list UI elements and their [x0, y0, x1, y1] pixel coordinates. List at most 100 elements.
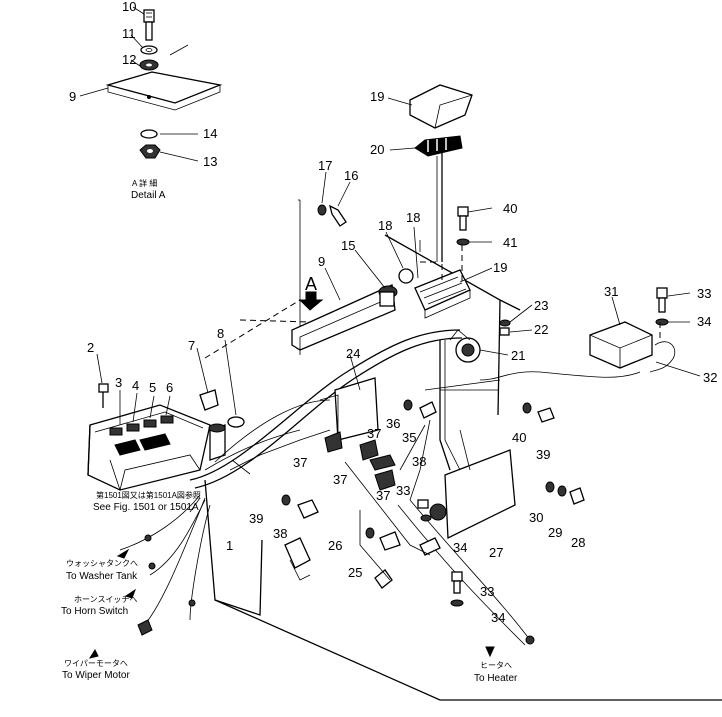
label-39-left: 39: [249, 511, 263, 526]
fasteners: [281, 204, 585, 607]
label-37-d: 37: [376, 488, 390, 503]
washer: [140, 45, 158, 55]
controller-31: [589, 287, 669, 369]
label-26: 26: [328, 538, 342, 553]
label-1: 1: [226, 538, 233, 553]
panel: [444, 449, 516, 540]
label-38-left: 38: [273, 526, 287, 541]
label-12: 12: [122, 52, 136, 67]
label-14: 14: [203, 126, 217, 141]
label-28: 28: [571, 535, 585, 550]
label-34-right: 34: [697, 314, 711, 329]
label-29: 29: [548, 525, 562, 540]
label-8: 8: [217, 326, 224, 341]
arrow-a-icon: [298, 291, 324, 311]
controller: [589, 321, 653, 369]
bolt-head: [143, 9, 155, 23]
detail-a-group: A 詳 細 Detail A: [79, 6, 223, 201]
cab-body: [204, 199, 722, 701]
label-32: 32: [703, 370, 717, 385]
label-39-right: 39: [536, 447, 550, 462]
knob: [227, 416, 245, 428]
label-2: 2: [87, 340, 94, 355]
switch: [109, 427, 123, 436]
arrow-icon: [88, 648, 99, 659]
label-20: 20: [370, 142, 384, 157]
dest-wiper-jp: ワイパーモータへ: [64, 659, 128, 668]
screw: [98, 383, 109, 393]
label-38-center: 38: [412, 454, 426, 469]
label-27: 27: [489, 545, 503, 560]
label-22: 22: [534, 322, 548, 337]
label-34-center: 34: [453, 540, 467, 555]
label-9-detail: 9: [69, 89, 76, 104]
dest-heater-en: To Heater: [474, 673, 518, 684]
label-7: 7: [188, 338, 195, 353]
label-24: 24: [346, 346, 360, 361]
label-10: 10: [122, 0, 136, 14]
label-13: 13: [203, 154, 217, 169]
fuse-cover-group: [409, 84, 473, 262]
label-34-bottom: 34: [491, 610, 505, 625]
label-40-right: 40: [512, 430, 526, 445]
switch: [160, 415, 174, 424]
label-37-c: 37: [333, 472, 347, 487]
dest-horn-jp: ホーンスイッチへ: [74, 595, 137, 604]
label-18-right: 18: [406, 210, 420, 225]
phantom-lines: [204, 245, 661, 359]
console-assembly: [87, 383, 245, 492]
label-16: 16: [344, 168, 358, 183]
label-33-center: 33: [396, 483, 410, 498]
label-33-bottom: 33: [480, 584, 494, 599]
label-9-bracket: 9: [318, 254, 325, 269]
relay-box: [334, 377, 379, 441]
detail-a-jp: A 詳 細: [132, 178, 157, 188]
leader-lines: [96, 97, 701, 513]
captions: 第1501図又は第1501A図参照 See Fig. 1501 or 1501A…: [61, 490, 518, 684]
label-21: 21: [511, 348, 525, 363]
label-40-top: 40: [503, 201, 517, 216]
label-37-a: 37: [367, 426, 381, 441]
dest-horn-en: To Horn Switch: [61, 606, 128, 617]
label-15: 15: [341, 238, 355, 253]
see-fig-jp: 第1501図又は第1501A図参照: [96, 490, 201, 500]
washer: [140, 129, 158, 139]
bracket-assembly: A: [291, 268, 471, 351]
label-11: 11: [122, 26, 136, 41]
dest-washer-en: To Washer Tank: [66, 571, 138, 582]
label-31: 31: [604, 284, 618, 299]
arrow-icon: [116, 548, 130, 559]
label-6: 6: [166, 380, 173, 395]
label-17: 17: [318, 158, 332, 173]
dest-washer-jp: ウォッシャタンクへ: [66, 559, 138, 568]
bolt-shank: [145, 21, 153, 41]
arrow-icon: [485, 646, 495, 658]
connector: [324, 431, 343, 453]
label-19-box: 19: [493, 260, 507, 275]
connector: [414, 135, 463, 157]
label-36: 36: [386, 416, 400, 431]
grommet: [398, 268, 414, 284]
dest-wiper-en: To Wiper Motor: [62, 670, 130, 681]
label-5: 5: [149, 380, 156, 395]
detail-a-en: Detail A: [131, 190, 166, 201]
switch: [126, 423, 140, 432]
label-35: 35: [402, 430, 416, 445]
detail-marker: A: [305, 274, 317, 294]
fuse-cover: [409, 84, 473, 129]
switch: [143, 419, 157, 428]
connector: [374, 469, 396, 491]
label-25: 25: [348, 565, 362, 580]
key-switch: [199, 389, 219, 411]
label-33-right: 33: [697, 286, 711, 301]
label-23: 23: [534, 298, 548, 313]
part-labels: 10 11 12 9 14 13 19 20 17 16 40 41 18 18…: [69, 0, 717, 625]
label-19-cover: 19: [370, 89, 384, 104]
connector: [359, 439, 379, 461]
wire-harness: [119, 329, 676, 646]
label-41: 41: [503, 235, 517, 250]
panel-27: [424, 379, 516, 540]
label-18-left: 18: [378, 218, 392, 233]
